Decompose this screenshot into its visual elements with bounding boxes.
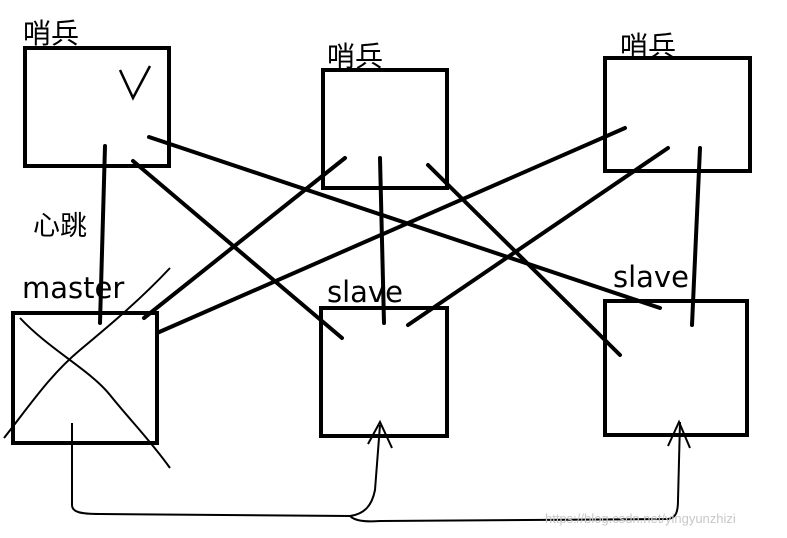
master-cross-stroke-1 xyxy=(19,317,171,469)
replication-line-to-slave1 xyxy=(71,423,381,518)
line-s3-slave1 xyxy=(406,146,670,327)
check-mark xyxy=(118,65,152,101)
sentinel-label-3: 哨兵 xyxy=(620,30,676,63)
line-s3-slave2 xyxy=(690,146,702,327)
connection-lines xyxy=(98,126,702,357)
slave-label-2: slave xyxy=(613,260,689,294)
master-label: master xyxy=(22,271,124,305)
line-s1-master xyxy=(98,144,107,325)
replication-line-to-slave2 xyxy=(349,421,681,523)
watermark: https://blog.csdn.net/yingyunzhizi xyxy=(545,511,736,526)
sentinel-box-1 xyxy=(23,46,171,168)
line-s2-master xyxy=(142,156,347,320)
sentinel-label-2: 哨兵 xyxy=(327,40,383,73)
master-cross-stroke-2 xyxy=(3,267,171,439)
master-box xyxy=(11,311,159,445)
line-s3-master xyxy=(155,126,627,335)
heartbeat-label: 心跳 xyxy=(33,211,87,242)
line-s1-slave1 xyxy=(131,159,344,340)
line-s2-slave2 xyxy=(426,163,622,357)
slave-box-2 xyxy=(603,299,749,437)
line-s2-slave1 xyxy=(378,156,386,325)
sentinel-label-1: 哨兵 xyxy=(23,17,79,50)
slave-box-1 xyxy=(319,306,449,438)
sentinel-box-2 xyxy=(321,68,449,190)
slave-label-1: slave xyxy=(327,275,403,309)
replication-arrowhead-slave2 xyxy=(667,419,691,449)
sentinel-box-3 xyxy=(603,56,752,173)
replication-arrowhead-slave1 xyxy=(367,419,393,449)
